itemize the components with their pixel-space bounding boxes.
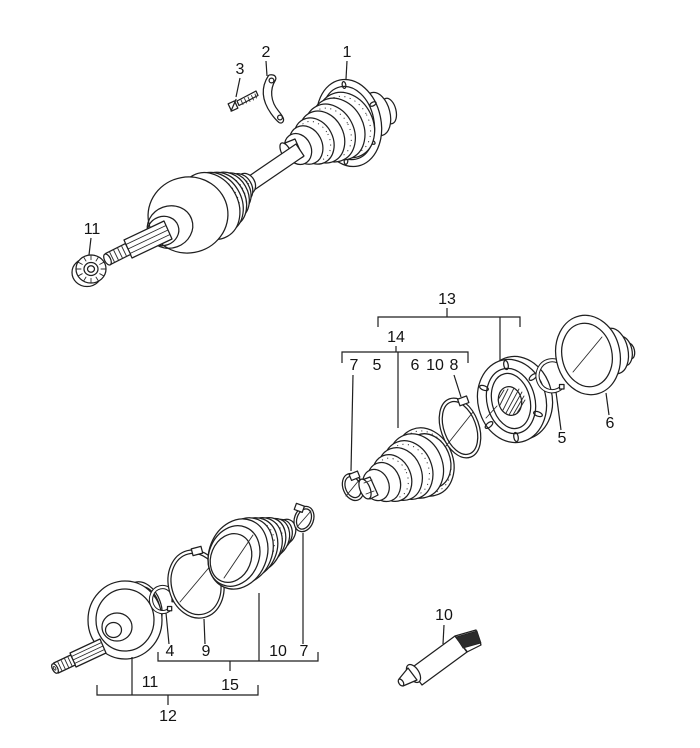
leader-outer-cover	[605, 392, 610, 416]
callout-outer-grease-row: 10	[426, 357, 444, 374]
callout-inner-joint-kit: 12	[159, 708, 177, 725]
inner-joint	[51, 580, 163, 674]
bracket-14	[341, 351, 469, 363]
leader-axle-nut	[88, 237, 92, 256]
outer-boot	[358, 427, 455, 503]
callout-outer-clamp-small: 7	[350, 357, 359, 374]
callout-inner-boot-kit: 15	[221, 677, 239, 694]
leader-inner-circlip	[165, 612, 170, 645]
leader-outer-clamp-large	[453, 374, 462, 398]
callout-retaining-plate: 2	[262, 44, 271, 61]
callout-grease-tube: 10	[435, 607, 453, 624]
outer-boot-clamp-large	[438, 395, 482, 459]
leader-bolt	[235, 77, 241, 98]
leader-outer-circlip	[555, 391, 562, 431]
outer-joint-exploded	[341, 314, 636, 503]
callout-inner-clamp-large: 9	[202, 643, 211, 660]
leader-retaining-plate	[265, 60, 268, 77]
callout-outer-cover-row: 6	[411, 357, 420, 374]
callout-inner-clamp-small: 7	[300, 643, 309, 660]
inner-joint-with-boot	[103, 171, 257, 266]
joint-cover	[554, 314, 636, 396]
axle-nut	[71, 254, 107, 288]
callout-outer-cover: 6	[606, 415, 615, 432]
bracket-15	[157, 652, 319, 662]
flange-joint	[476, 355, 554, 444]
drive-shaft-assembly	[71, 74, 398, 288]
callout-outer-repair-kit: 13	[438, 291, 456, 308]
callout-axle-nut: 11	[84, 221, 101, 238]
bracket-12	[96, 685, 259, 696]
callout-inner-boot: 10	[269, 643, 287, 660]
leader-inner-clamp-large	[203, 618, 206, 645]
callout-outer-circlip-row: 5	[373, 357, 382, 374]
callout-drive-shaft: 1	[343, 44, 352, 61]
bolt	[227, 90, 259, 112]
callout-inner-circlip: 4	[166, 643, 175, 660]
callout-inner-joint: 11	[142, 674, 159, 691]
inner-joint-exploded	[51, 502, 315, 674]
callout-outer-clamp-large: 8	[450, 357, 459, 374]
leader-grease-tube	[442, 624, 445, 645]
callout-bolt: 3	[236, 61, 245, 78]
callout-outer-circlip: 5	[558, 430, 567, 447]
callouts: 1 2 3 11 13 14 7 5 6 10 8 5 6 4 9	[84, 44, 615, 725]
leader-drive-shaft	[345, 60, 348, 80]
retaining-plate	[262, 74, 285, 124]
inner-boot-clamp-small	[293, 502, 315, 533]
leader-outer-clamp-small	[350, 374, 354, 472]
outer-joint-boot	[279, 91, 376, 166]
callout-outer-boot-kit: 14	[387, 329, 405, 346]
inner-boot	[207, 517, 297, 590]
bracket-13	[377, 316, 521, 327]
grease-tube	[397, 629, 482, 687]
